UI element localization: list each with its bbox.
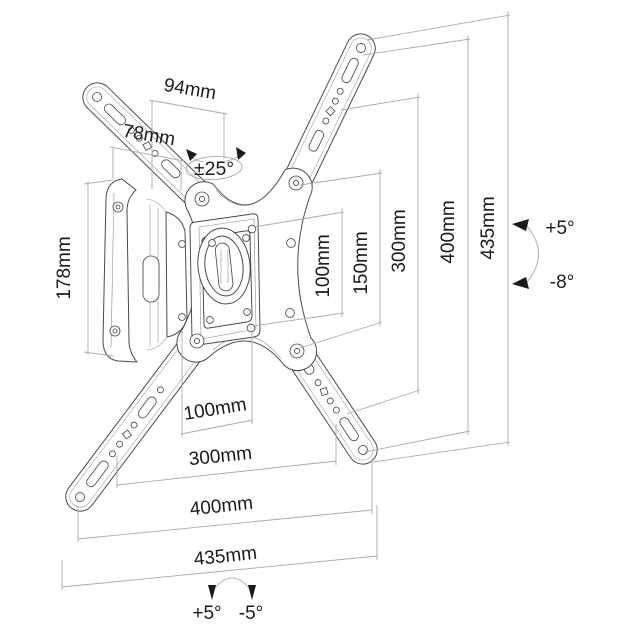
dim-width-400: 400mm <box>77 459 373 542</box>
rotation-indicator: ±25° <box>185 147 246 181</box>
dim-width-435: 435mm <box>61 505 378 590</box>
rotate-left-arrow-icon <box>186 149 197 161</box>
tilt-up-label: +5° <box>545 218 574 239</box>
rotate-right-arrow-icon <box>236 147 246 160</box>
swivel-right-label: -5° <box>239 603 264 624</box>
dim-height-100-label: 100mm <box>313 234 334 297</box>
swivel-left-label: +5° <box>192 603 221 624</box>
swivel-indicator: +5° -5° <box>192 577 264 624</box>
dim-height-300: 300mm <box>340 93 421 415</box>
tilt-bracket <box>142 198 188 351</box>
swivel-left-arrow-icon <box>208 585 216 600</box>
arm-upper-left <box>82 82 217 214</box>
dim-height-400-label: 400mm <box>438 200 459 263</box>
rotation-label: ±25° <box>194 158 234 180</box>
dim-width-300: 300mm <box>116 424 337 488</box>
tilt-down-label: -8° <box>550 272 575 293</box>
dim-width-435-label: 435mm <box>193 543 258 571</box>
dim-height-435-label: 435mm <box>478 196 499 259</box>
tilt-down-arrow-icon <box>512 277 529 289</box>
dim-height-178: 178mm <box>54 179 114 357</box>
dim-height-100: 100mm <box>252 208 345 327</box>
dim-height-300-label: 300mm <box>389 209 410 272</box>
dim-width-300-label: 300mm <box>188 443 253 471</box>
dim-height-150-label: 150mm <box>351 231 372 294</box>
dim-width-100-label: 100mm <box>182 394 248 425</box>
dim-depth-94-label: 94mm <box>162 75 218 104</box>
arm-lower-left <box>65 326 212 512</box>
dim-height-400: 400mm <box>362 35 471 453</box>
arm-upper-right <box>281 33 376 198</box>
wall-plate <box>102 178 138 363</box>
dim-height-435: 435mm <box>366 11 511 463</box>
center-opening <box>197 227 251 305</box>
swivel-right-arrow-icon <box>248 585 256 600</box>
tilt-up-arrow-icon <box>512 219 529 231</box>
dim-width-400-label: 400mm <box>189 493 254 521</box>
dim-height-150: 150mm <box>299 169 383 349</box>
vesa-plate <box>176 167 318 372</box>
tilt-indicator: +5° -8° <box>512 218 575 293</box>
dim-height-178-label: 178mm <box>54 236 75 299</box>
